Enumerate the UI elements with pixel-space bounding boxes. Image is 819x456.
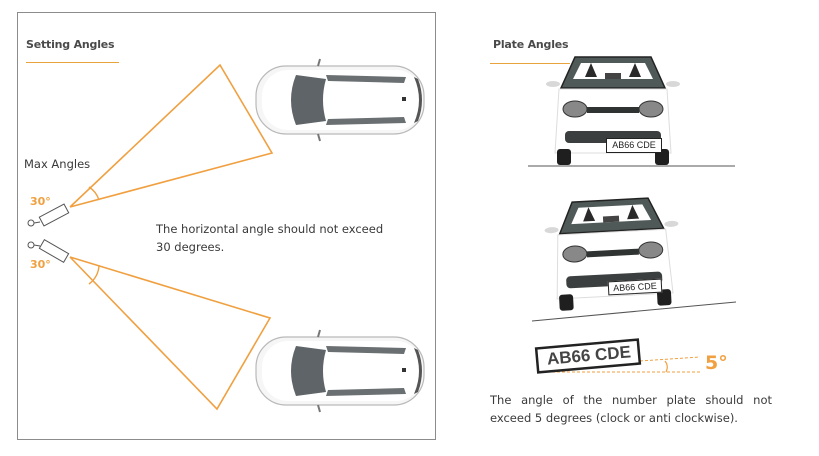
setting-angles-title: Setting Angles — [26, 38, 115, 51]
max-angles-label: Max Angles — [24, 157, 91, 171]
tilt-angle-label: 5° — [705, 352, 728, 374]
horizontal-angle-line2: 30 degrees. — [156, 240, 225, 254]
camera-icon-top — [27, 203, 70, 227]
angle-label-top: 30° — [30, 195, 51, 208]
title-underline — [490, 63, 570, 64]
plate-angles-title: Plate Angles — [493, 38, 569, 51]
horizontal-angle-line1: The horizontal angle should not exceed — [156, 222, 384, 236]
car-top-view-1 — [255, 58, 425, 142]
number-plate-level: AB66 CDE — [606, 138, 662, 153]
car-top-view-2 — [255, 329, 425, 413]
car-front-view-level — [546, 56, 680, 165]
plate-angle-description: The angle of the number plate should not… — [490, 393, 772, 425]
camera-icon-bottom — [27, 238, 70, 264]
title-underline — [26, 62, 119, 63]
angle-label-bottom: 30° — [30, 258, 51, 271]
number-plate-tilted-car: AB66 CDE — [607, 278, 663, 296]
